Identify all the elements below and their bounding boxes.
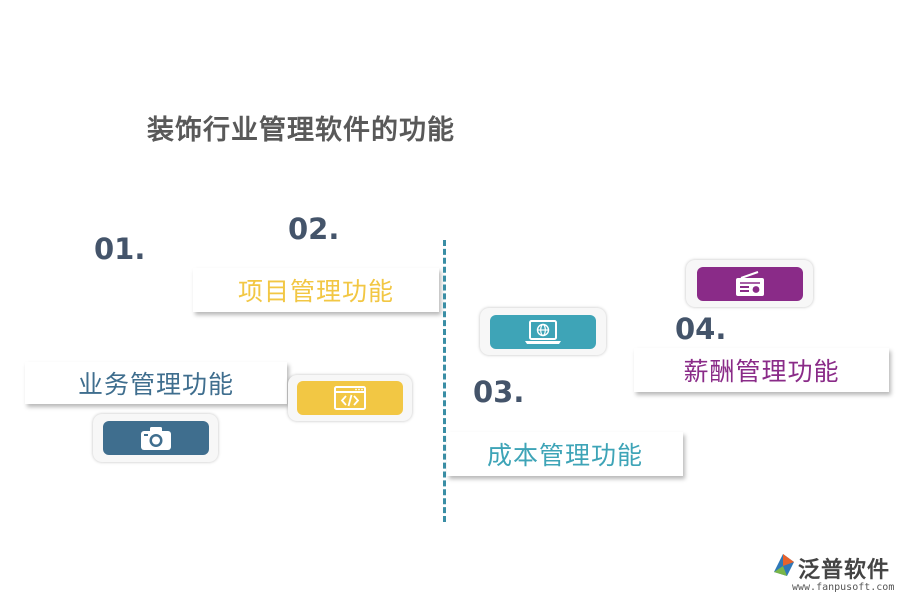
logo-url: www.fanpusoft.com: [792, 582, 895, 593]
item-icon-pill-02: [297, 381, 403, 415]
laptop-globe-icon: [525, 319, 561, 344]
logo-name: 泛普软件: [798, 558, 891, 583]
code-window-icon: [334, 386, 366, 410]
page-title: 装饰行业管理软件的功能: [147, 115, 455, 146]
item-number-02: 02.: [288, 212, 340, 246]
item-icon-pill-01: [102, 421, 209, 455]
item-icon-frame-04: [686, 260, 813, 307]
radio-icon: [735, 270, 764, 296]
item-label-salary: 薪酬管理功能: [634, 348, 889, 392]
item-number-03: 03.: [473, 375, 525, 409]
item-icon-frame-01: [93, 414, 218, 462]
item-icon-pill-04: [696, 266, 803, 301]
item-number-04: 04.: [675, 312, 727, 346]
camera-icon: [140, 427, 171, 450]
item-label-cost: 成本管理功能: [447, 432, 683, 476]
center-divider: [443, 240, 446, 522]
item-label-business: 业务管理功能: [25, 362, 287, 404]
logo-mark-icon: [774, 554, 794, 576]
item-icon-frame-02: [288, 375, 412, 421]
item-number-01: 01.: [94, 232, 146, 266]
item-icon-pill-03: [490, 314, 596, 349]
fanpu-logo: 泛普软件 www.fanpusoft.com: [770, 552, 895, 597]
item-label-project: 项目管理功能: [193, 268, 439, 312]
item-icon-frame-03: [480, 308, 606, 355]
